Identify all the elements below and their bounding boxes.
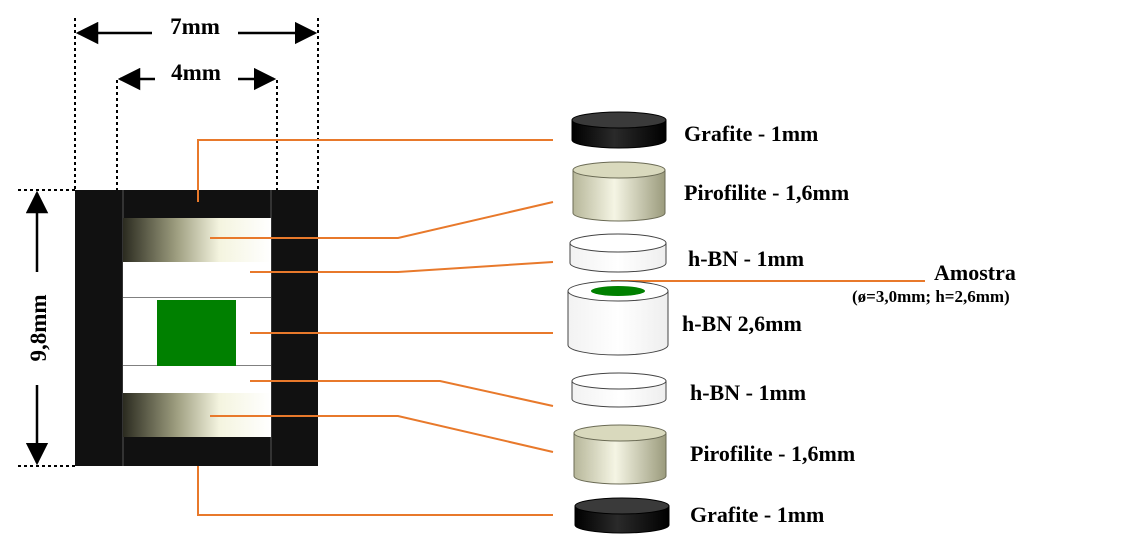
sample-disc bbox=[591, 286, 645, 296]
label-hbn-middle: h-BN 2,6mm bbox=[682, 311, 802, 336]
disc-hbn-top bbox=[569, 233, 667, 273]
disc-pirofilite-top bbox=[572, 161, 666, 222]
label-pirofilite-bottom: Pirofilite - 1,6mm bbox=[690, 441, 855, 466]
label-grafite-top: Grafite - 1mm bbox=[684, 121, 818, 146]
sample-section bbox=[157, 300, 236, 366]
disc-grafite-bottom bbox=[574, 497, 670, 534]
dimension-7mm: 7mm bbox=[170, 14, 220, 39]
label-hbn-top: h-BN - 1mm bbox=[688, 246, 804, 271]
disc-hbn-middle bbox=[567, 280, 669, 356]
dimension-4mm: 4mm bbox=[171, 60, 221, 85]
label-hbn-bottom: h-BN - 1mm bbox=[690, 380, 806, 405]
label-amostra-dims: (ø=3,0mm; h=2,6mm) bbox=[852, 287, 1010, 306]
hbn-top-section bbox=[123, 262, 271, 298]
disc-hbn-bottom bbox=[571, 372, 667, 408]
hbn-bottom-section bbox=[123, 366, 271, 393]
disc-grafite-top bbox=[571, 111, 667, 149]
label-grafite-bottom: Grafite - 1mm bbox=[690, 502, 824, 527]
label-amostra: Amostra bbox=[934, 260, 1016, 285]
dimension-9-8mm: 9,8mm bbox=[26, 294, 51, 361]
pyrophyllite-top-section bbox=[123, 218, 271, 262]
capsule-cross-section bbox=[75, 190, 318, 466]
dimension-guides bbox=[18, 18, 319, 467]
label-pirofilite-top: Pirofilite - 1,6mm bbox=[684, 180, 849, 205]
disc-pirofilite-bottom bbox=[573, 424, 667, 485]
